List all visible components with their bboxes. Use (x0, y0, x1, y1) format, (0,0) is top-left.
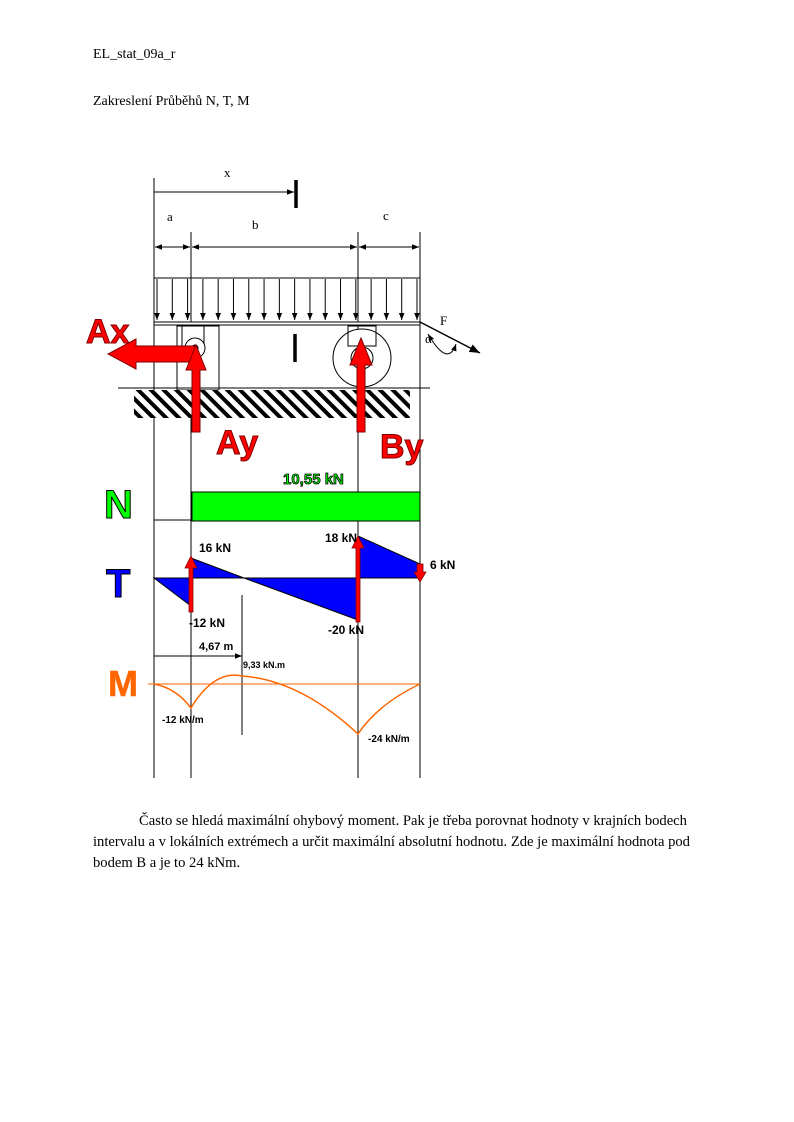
n-diagram-letter: N (104, 483, 133, 527)
t-value-a-top: 16 kN (199, 541, 231, 555)
m-diagram-curve (153, 674, 421, 736)
zero-shear-distance: 4,67 m (199, 641, 233, 653)
document-id: EL_stat_09a_r (93, 47, 176, 62)
m-value-at-b: -24 kN/m (368, 734, 410, 745)
dimension-x-label: x (224, 165, 231, 180)
t-diagram-area (152, 535, 421, 621)
reaction-by-arrow (349, 336, 373, 433)
dimension-b-label: b (252, 217, 259, 232)
dimension-x: x (154, 165, 298, 208)
m-value-at-a: -12 kN/m (162, 715, 204, 726)
document-heading: Zakreslení Průběhů N, T, M (93, 94, 250, 109)
dimension-a-label: a (167, 209, 173, 224)
n-diagram-area (191, 491, 421, 522)
n-diagram-value: 10,55 kN (283, 471, 344, 488)
m-diagram-letter: M (108, 663, 138, 704)
distributed-load (154, 277, 420, 320)
force-f-label: F (440, 313, 447, 328)
reaction-ay-label: Ay (216, 424, 258, 462)
ground (118, 387, 430, 418)
reaction-ax-label: Ax (86, 313, 130, 351)
t-value-end: 6 kN (430, 558, 455, 572)
reaction-by-label: By (380, 428, 424, 466)
explanation-paragraph: Často se hledá maximální ohybový moment.… (93, 813, 690, 871)
dimension-c-label: c (383, 208, 389, 223)
zero-shear-dimension: 4,67 m 9,33 kN.m (154, 641, 285, 670)
reaction-ay-arrow (185, 343, 207, 433)
t-value-b-bottom: -20 kN (328, 623, 364, 637)
t-diagram-letter: T (106, 562, 130, 606)
t-value-b-top: 18 kN (325, 531, 357, 545)
reaction-ax-arrow (106, 338, 197, 370)
t-diagram-jump-arrows (184, 535, 427, 623)
angle-alpha-label: α (425, 331, 432, 346)
m-local-max-value: 9,33 kN.m (243, 660, 285, 670)
t-value-a-bottom: -12 kN (189, 616, 225, 630)
beam (153, 321, 421, 326)
force-f: F α (419, 313, 481, 355)
